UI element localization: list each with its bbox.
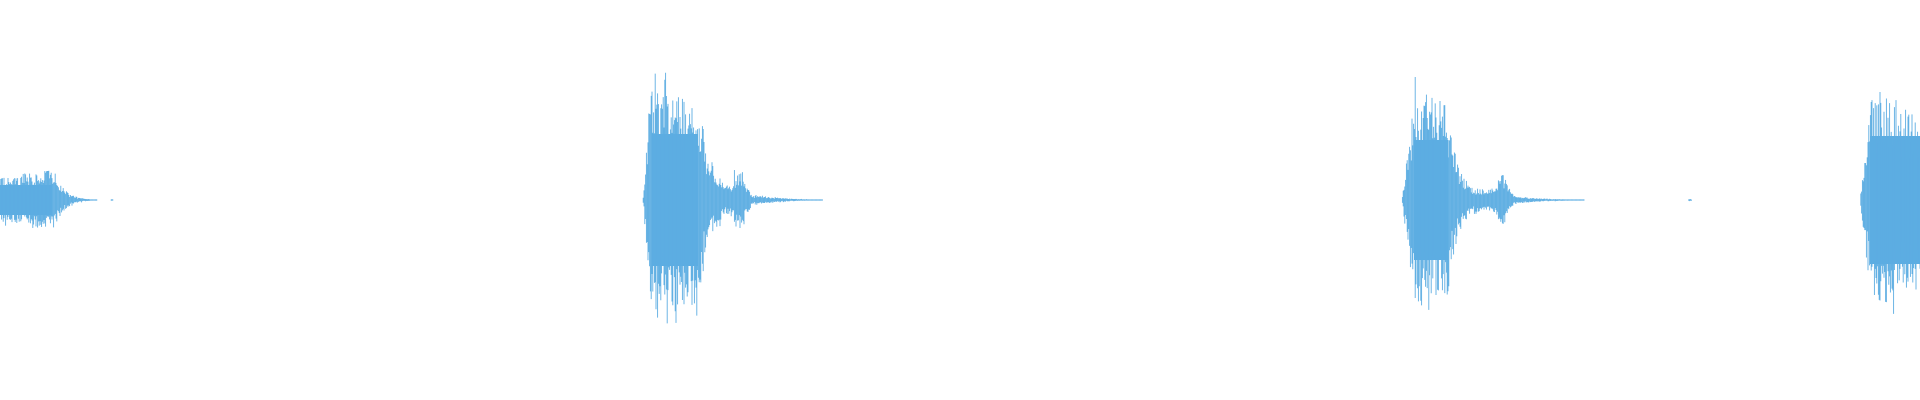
audio-waveform[interactable]	[0, 0, 1920, 400]
waveform-canvas[interactable]	[0, 0, 1920, 400]
